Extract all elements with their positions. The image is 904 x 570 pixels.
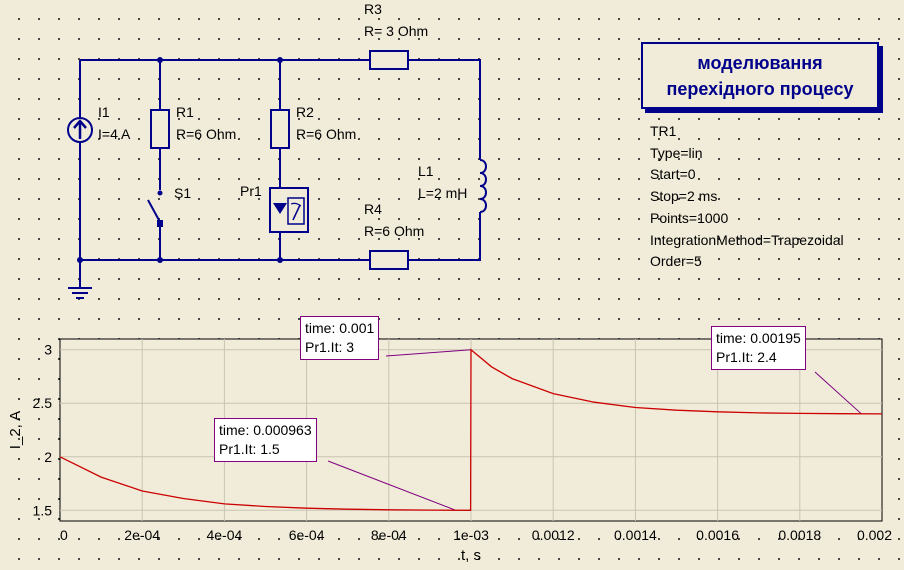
resistor-r1[interactable] — [150, 109, 170, 149]
x-tick-label: 0.002 — [857, 527, 892, 543]
marker-box-3[interactable]: time: 0.00195 Pr1.It: 2.4 — [711, 326, 806, 370]
ground-symbol — [68, 287, 92, 299]
resistor-r3[interactable] — [369, 50, 409, 70]
r4-name-label: R4 — [364, 201, 382, 217]
r4-value-label: R=6 Ohm — [364, 223, 424, 239]
pr1-name-label: Pr1 — [240, 183, 262, 199]
marker-1-time: time: 0.001 — [305, 320, 375, 336]
x-tick-label: 0.0018 — [778, 527, 821, 543]
x-tick-label: 4e-04 — [206, 527, 242, 543]
x-tick-label: 8e-04 — [371, 527, 407, 543]
title-box[interactable]: моделювання перехідного процесу — [641, 42, 879, 109]
r1-name-label: R1 — [176, 104, 194, 120]
y-axis-title: I_2, A — [7, 411, 24, 449]
y-tick-label: 3 — [44, 342, 52, 358]
x-tick-label: 0.0012 — [532, 527, 575, 543]
r1-value-label: R=6 Ohm — [176, 126, 236, 142]
schematic: I1 I=4 A R1 R=6 Ohm R2 R=6 Ohm R3 R= 3 O… — [67, 1, 487, 299]
current-source-i1[interactable] — [67, 117, 93, 143]
i1-name-label: I1 — [98, 104, 110, 120]
simulation-block[interactable]: TR1 Type=lin Start=0 Stop=2 ms Points=10… — [650, 121, 844, 273]
marker-2-time: time: 0.000963 — [219, 422, 312, 438]
x-tick-label: 6e-04 — [289, 527, 325, 543]
y-tick-label: 1.5 — [33, 502, 53, 518]
r2-value-label: R=6 Ohm — [296, 126, 356, 142]
sim-method: IntegrationMethod=Trapezoidal — [650, 231, 844, 248]
x-tick-label: 0.0014 — [614, 527, 657, 543]
r3-name-label: R3 — [364, 1, 382, 17]
i1-value-label: I=4 A — [98, 126, 131, 142]
junctions — [77, 57, 283, 263]
marker-leader-line — [814, 371, 862, 415]
sim-stop: Stop=2 ms — [650, 188, 718, 205]
x-tick-label: 0.0016 — [696, 527, 739, 543]
title-line-1: моделювання — [697, 52, 823, 73]
sim-type: Type=lin — [650, 144, 703, 161]
y-tick-label: 2 — [44, 449, 52, 465]
marker-3-value: Pr1.It: 2.4 — [716, 349, 777, 365]
sim-order: Order=5 — [650, 253, 702, 270]
sim-points: Points=1000 — [650, 209, 729, 226]
sim-name: TR1 — [650, 123, 677, 139]
current-probe-pr1[interactable] — [269, 187, 309, 233]
marker-2-value: Pr1.It: 1.5 — [219, 441, 280, 457]
marker-leader-line — [327, 460, 456, 511]
x-tick-label: 1e-03 — [453, 527, 489, 543]
inductor-l1[interactable] — [479, 159, 487, 213]
marker-box-1[interactable]: time: 0.001 Pr1.It: 3 — [300, 316, 380, 360]
s1-name-label: S1 — [174, 185, 191, 201]
r3-value-label: R= 3 Ohm — [364, 23, 428, 39]
switch-s1[interactable] — [147, 190, 163, 228]
resistor-r4[interactable] — [369, 250, 409, 270]
x-axis-title: t, s — [461, 547, 481, 564]
x-tick-label: 0 — [60, 527, 68, 543]
marker-1-value: Pr1.It: 3 — [305, 339, 355, 355]
series-pr1-it-line — [59, 348, 883, 511]
marker-3-time: time: 0.00195 — [716, 330, 801, 346]
title-line-2: перехідного процесу — [666, 78, 854, 99]
r2-name-label: R2 — [296, 104, 314, 120]
l1-name-label: L1 — [418, 163, 434, 179]
l1-value-label: L=2 mH — [418, 185, 467, 201]
sim-start: Start=0 — [650, 166, 696, 183]
marker-leader-line — [385, 349, 472, 357]
x-tick-label: 2e-04 — [124, 527, 160, 543]
resistor-r2[interactable] — [270, 109, 290, 149]
marker-box-2[interactable]: time: 0.000963 Pr1.It: 1.5 — [214, 418, 317, 462]
y-tick-label: 2.5 — [33, 395, 53, 411]
